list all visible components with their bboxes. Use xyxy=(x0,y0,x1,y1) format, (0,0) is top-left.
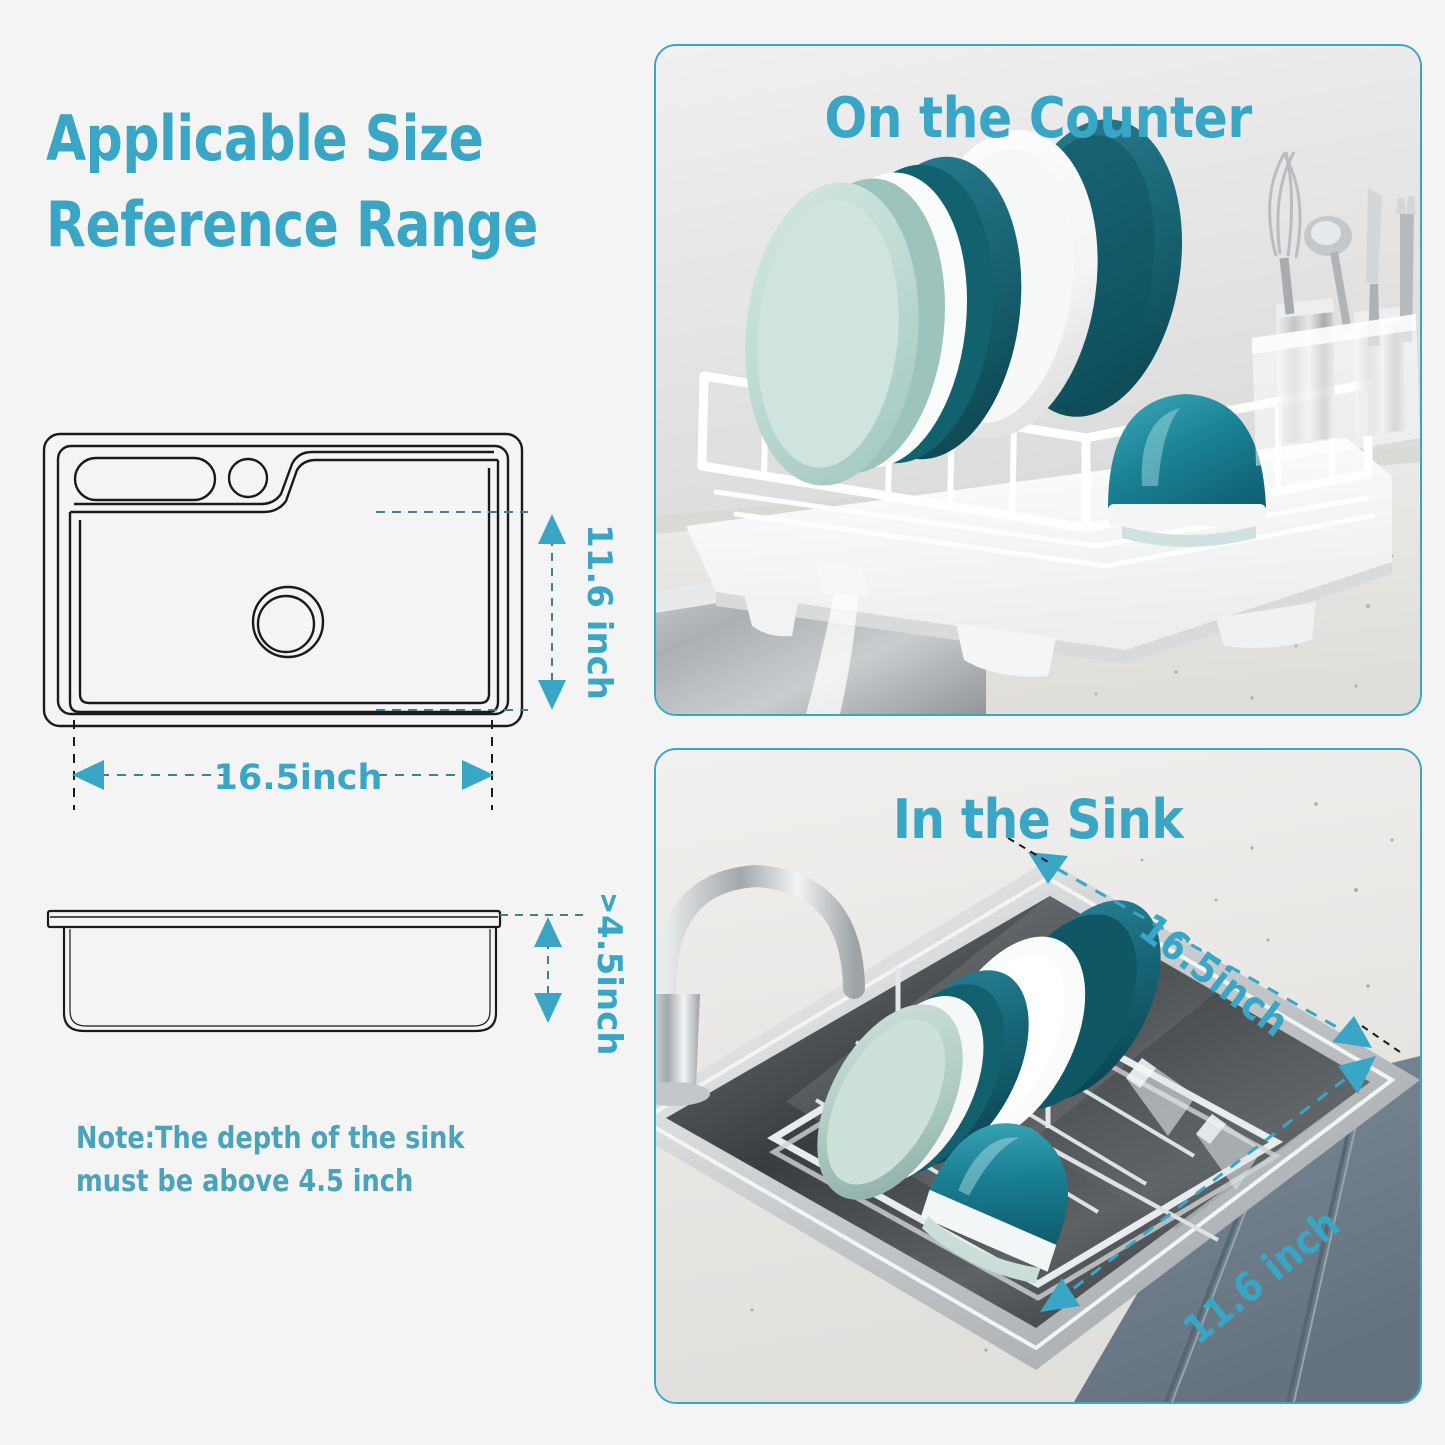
utensil-ladle xyxy=(1304,216,1352,333)
depth-arrow-down xyxy=(538,680,566,710)
faucet-body xyxy=(656,994,700,1088)
sink-photo xyxy=(656,750,1420,1402)
sink-side-view-diagram: >4.5inch xyxy=(38,895,638,1135)
drain-outer-ring xyxy=(251,585,325,659)
rack-left-post xyxy=(697,371,709,471)
sink-rim-inner-line xyxy=(656,875,1396,1351)
bowl-teal-rim-band xyxy=(1108,504,1266,526)
sink-bowl-foot xyxy=(921,1215,1041,1284)
dim-116-arrow-start xyxy=(1338,1056,1376,1094)
bowl-teal-foot xyxy=(1122,526,1256,547)
width-dimension-group xyxy=(72,720,494,810)
sink-glass-left-rim xyxy=(1126,1058,1156,1088)
sink-plate-mint-face xyxy=(826,1019,946,1185)
depth-dimension-label: 11.6 inch xyxy=(579,524,619,700)
utensil-ladle-handle xyxy=(1330,251,1352,333)
panel-on-the-counter: On the Counter xyxy=(654,44,1422,716)
page-title-line-1: Applicable Size xyxy=(46,102,484,175)
sink-inner-rim xyxy=(56,444,510,716)
drain-spout xyxy=(816,562,868,596)
tray-foot-left xyxy=(744,594,798,637)
depth-dimension-group xyxy=(376,511,566,711)
deck-step-outline xyxy=(74,450,494,506)
left-column: Applicable Size Reference Range xyxy=(0,0,640,1445)
sink-glass-right xyxy=(1196,1114,1262,1190)
cutlery-holder xyxy=(1252,314,1420,466)
sink-basin xyxy=(68,460,500,714)
depth-arrow-up xyxy=(538,514,566,544)
water-stream xyxy=(806,594,858,714)
sink-top-view-diagram: 11.6 inch 16.5inch xyxy=(28,420,628,820)
sink-bowl-body xyxy=(927,1123,1068,1249)
soap-hole xyxy=(227,457,269,499)
utensil-whisk-handle xyxy=(1279,257,1295,315)
side-arrow-up xyxy=(534,917,562,947)
sink-bowl-teal xyxy=(920,1123,1068,1284)
width-dimension-label: 16.5inch xyxy=(214,758,383,798)
utensil-fork xyxy=(1396,196,1416,342)
cutlery-holder-rim xyxy=(1252,314,1416,354)
width-arrow-right xyxy=(462,760,494,790)
sink-outer-rim xyxy=(42,432,524,728)
plate-mint-front-face xyxy=(757,200,899,468)
depth-note-line-1: Note:The depth of the sink xyxy=(76,1121,465,1156)
panel-in-the-sink: In the Sink xyxy=(654,748,1422,1404)
dimension-116-group xyxy=(1040,1056,1376,1312)
sink-bowl-rim-band xyxy=(920,1189,1057,1272)
page-title: Applicable Size Reference Range xyxy=(46,96,604,267)
sink-rim-bar xyxy=(46,909,502,929)
deck-step-outline-inner xyxy=(70,458,498,514)
dim-116-arrow-end xyxy=(1040,1278,1080,1312)
faucet-spout xyxy=(656,864,865,1005)
dimension-165-group xyxy=(1007,837,1401,1053)
sink-glass-left xyxy=(1126,1058,1196,1136)
faucet xyxy=(656,864,865,1106)
sink-glass-right-rim xyxy=(1196,1114,1226,1144)
depth-note: Note:The depth of the sink must be above… xyxy=(76,1118,523,1203)
page-title-line-2: Reference Range xyxy=(46,187,538,261)
sink-basin-inner xyxy=(78,468,491,705)
side-arrow-down xyxy=(534,993,562,1023)
utensil-whisk xyxy=(1268,151,1302,315)
tray-foot-mid xyxy=(956,624,1056,677)
utensil-fork-handle xyxy=(1400,214,1414,342)
counter-photo xyxy=(656,46,1420,714)
width-arrow-left xyxy=(72,760,104,790)
drain-inner-ring xyxy=(256,594,316,654)
faucet-base xyxy=(656,1082,710,1106)
dim-165-line xyxy=(1037,856,1357,1040)
dim-165-arrow-end xyxy=(1332,1016,1372,1048)
side-depth-dimension-group xyxy=(500,914,586,1023)
dim-165-arrow-start xyxy=(1028,852,1068,884)
side-depth-dimension-label: >4.5inch xyxy=(589,895,629,1055)
sink-bowl-highlight xyxy=(958,1137,1020,1196)
tray-foot-right xyxy=(1216,602,1316,648)
faucet-ledge xyxy=(73,456,217,502)
bowl-teal-highlight xyxy=(1141,408,1180,486)
depth-note-line-2: must be above 4.5 inch xyxy=(76,1163,414,1199)
sink-basin-wall xyxy=(62,927,498,1033)
sink-basin-wall-inner xyxy=(69,929,491,1027)
bowl-teal xyxy=(1108,394,1266,547)
